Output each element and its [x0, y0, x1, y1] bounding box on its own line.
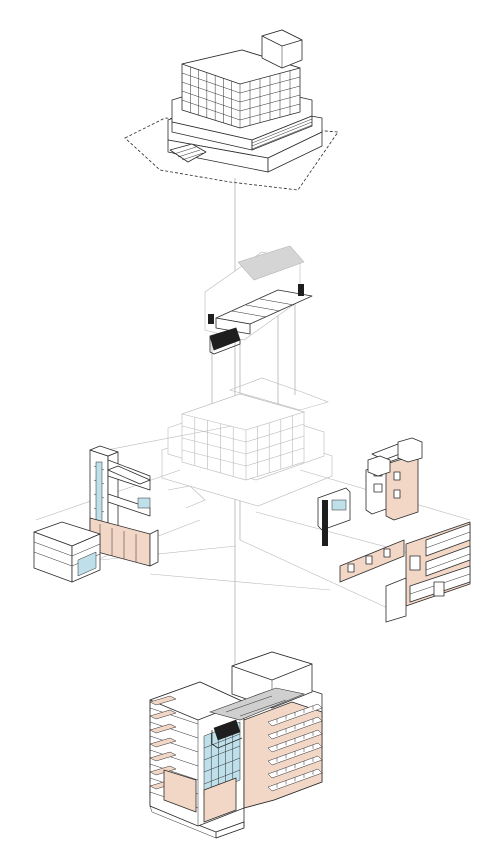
left-facade-module: [33, 445, 159, 583]
assembled-building: [149, 651, 323, 839]
roof-frame-module: [204, 245, 313, 355]
right-facade-module: [317, 437, 471, 623]
original-building-block: [124, 29, 339, 191]
ghost-existing-structure: [161, 377, 333, 509]
